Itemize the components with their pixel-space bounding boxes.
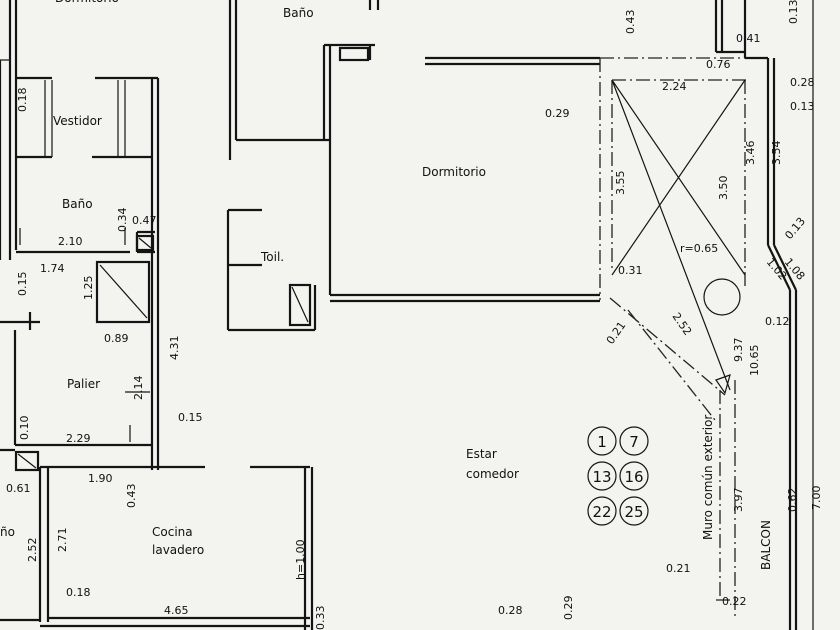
room-label-dormitorio-top: Dormitorio (55, 0, 119, 5)
dimension-label: 0.10 (18, 416, 31, 441)
dimension-label: 0.21 (666, 562, 691, 575)
dimension-label: 0.28 (498, 604, 523, 617)
dimension-label: 2.10 (58, 235, 83, 248)
dimension-label: 0.89 (104, 332, 129, 345)
room-label-cocina-1: Cocina (152, 525, 193, 539)
dimension-label: 10.65 (748, 345, 761, 377)
unit-circle (619, 496, 649, 526)
dimension-label: 0.18 (16, 88, 29, 113)
dimension-label: 7.00 (810, 486, 823, 511)
room-label-dormitorio: Dormitorio (422, 165, 486, 179)
dimension-label: 0.12 (765, 315, 790, 328)
dimension-label: 0.15 (16, 272, 29, 297)
dimension-label: 2.52 (26, 538, 39, 563)
labels: DormitorioBañoVestidorBañoToil.Dormitori… (0, 0, 823, 630)
dimension-label: 0.28 (790, 76, 815, 89)
dimension-label: 4.31 (168, 336, 181, 361)
room-label-palier: Palier (67, 377, 100, 391)
dimension-label: 0.13 (782, 215, 808, 242)
dimension-label: 2.52 (670, 310, 695, 338)
dimension-label: 0.34 (116, 208, 129, 233)
room-label-bano-partial: ño (0, 525, 15, 539)
unit-circle (587, 461, 617, 491)
dimension-label: 3.50 (717, 176, 730, 201)
dimension-label: 0.61 (6, 482, 31, 495)
dimension-label: 0.15 (178, 411, 203, 424)
dimension-label: h=1.00 (294, 539, 307, 580)
dimension-label: 0.76 (706, 58, 731, 71)
room-label-estar-2: comedor (466, 467, 519, 481)
dashed-lines (0, 57, 750, 620)
unit-circle (619, 461, 649, 491)
dimension-label: 0.41 (736, 32, 761, 45)
unit-circle (587, 426, 617, 456)
dimension-label: 4.65 (164, 604, 189, 617)
unit-number-circles: 1 7 13 16 22 25 (587, 426, 649, 526)
dimension-label: 0.43 (125, 484, 138, 509)
dimension-label: 3.46 (744, 141, 757, 166)
dimension-label: 3.55 (614, 171, 627, 196)
dimension-label: 0.29 (545, 107, 570, 120)
dimension-label: 0.33 (314, 606, 327, 630)
unit-number: 7 (629, 433, 639, 451)
dimension-label: r=0.65 (680, 242, 718, 255)
dimension-label: 0.13 (787, 0, 800, 24)
dimension-label: 2.24 (662, 80, 687, 93)
room-label-estar-1: Estar (466, 447, 497, 461)
walls (0, 0, 814, 630)
room-label-cocina-2: lavadero (152, 543, 204, 557)
unit-number: 13 (592, 468, 611, 486)
dimension-label: 3.97 (732, 488, 745, 513)
dimension-label: 0.13 (790, 100, 815, 113)
dimension-label: 0.29 (562, 596, 575, 621)
dimension-label: 1.25 (82, 276, 95, 301)
unit-circle (619, 426, 649, 456)
room-label-toilette: Toil. (260, 250, 284, 264)
dimension-label: 9.37 (732, 338, 745, 363)
unit-number: 25 (624, 503, 643, 521)
unit-number: 1 (597, 433, 607, 451)
room-label-bano-top: Baño (283, 6, 314, 20)
room-label-balcon: BALCON (759, 520, 773, 570)
dimension-label: 2.29 (66, 432, 91, 445)
dimension-label: 0.22 (722, 595, 747, 608)
room-label-vestidor: Vestidor (53, 114, 102, 128)
dimension-label: 2.71 (56, 528, 69, 553)
dimension-label: 0.47 (132, 214, 157, 227)
dimension-label: 0.21 (604, 319, 629, 347)
dimension-label: 0.62 (786, 488, 799, 513)
unit-number: 22 (592, 503, 611, 521)
room-label-muro: Muro común exterior (701, 415, 715, 540)
dimension-label: 0.43 (624, 10, 637, 35)
dimension-label: 1.90 (88, 472, 113, 485)
unit-circle (587, 496, 617, 526)
dimension-label: 2.14 (132, 376, 145, 401)
room-label-bano-left: Baño (62, 197, 93, 211)
dimension-label: 0.18 (66, 586, 91, 599)
dimension-label: 0.31 (618, 264, 643, 277)
dimension-label: 3.54 (770, 141, 783, 166)
dimension-label: 1.74 (40, 262, 65, 275)
unit-number: 16 (624, 468, 643, 486)
